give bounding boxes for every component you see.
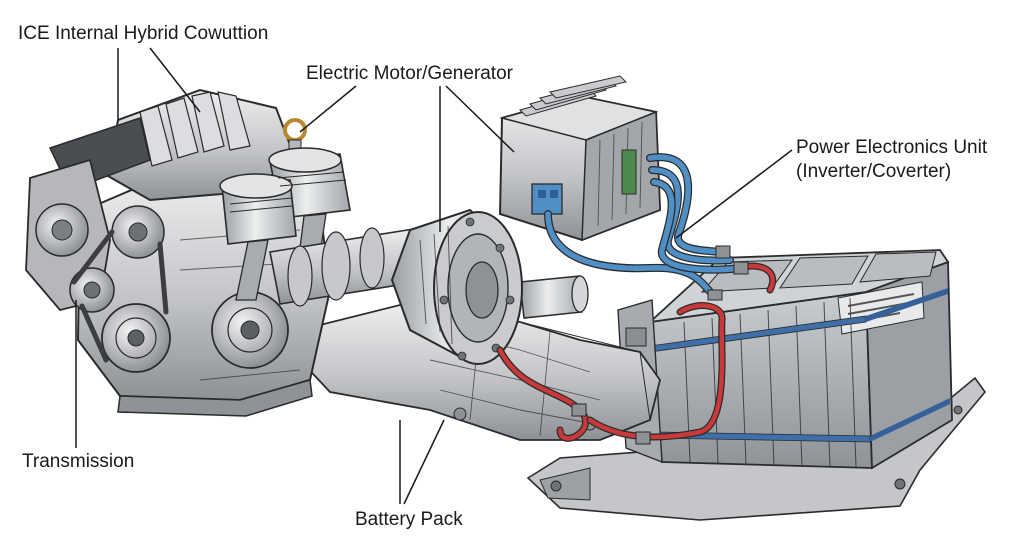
label-electric-motor-generator: Electric Motor/Generator (306, 63, 513, 84)
electric-motor-generator (390, 208, 523, 365)
cable-connectors (571, 245, 749, 445)
label-ice: ICE Internal Hybrid Cowuttion (18, 23, 269, 44)
pistons (219, 147, 351, 301)
callout-lines (75, 47, 793, 505)
power-electronics-unit (498, 75, 662, 242)
label-battery-pack: Battery Pack (355, 509, 463, 530)
label-transmission: Transmission (22, 451, 135, 472)
battery-pack (617, 249, 953, 470)
label-power-electronics-unit: Power Electronics Unit (Inverter/Coverte… (796, 136, 987, 184)
shaft (269, 227, 589, 319)
label-power-electronics-line1: Power Electronics Unit (796, 137, 988, 158)
label-power-electronics-line2: (Inverter/Coverter) (796, 161, 952, 182)
